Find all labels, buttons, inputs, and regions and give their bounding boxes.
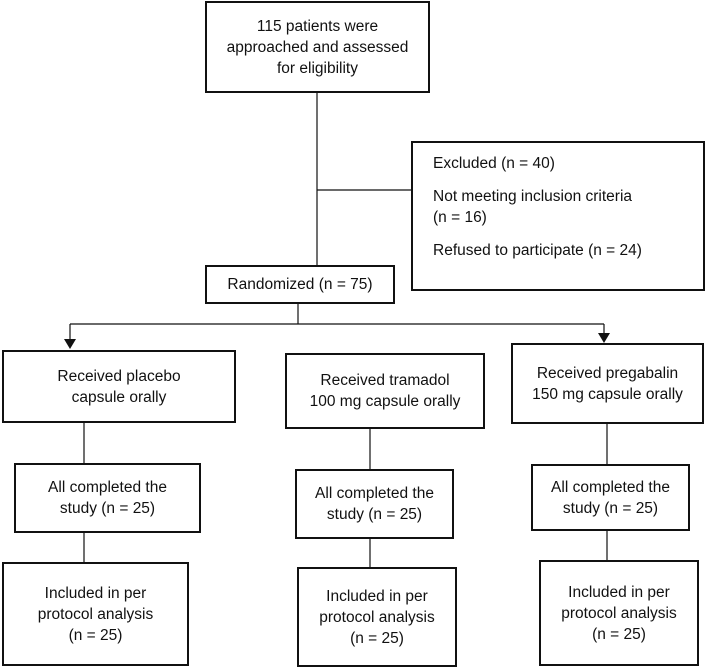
randomized-label: Randomized (n = 75) xyxy=(227,276,373,293)
excluded-reason1-line-1: Not meeting inclusion criteria xyxy=(433,188,633,205)
arm1-included-line-3: (n = 25) xyxy=(68,626,123,644)
excluded-reason1-line-2: (n = 16) xyxy=(433,209,487,226)
assessed-box: 115 patients were approached and assesse… xyxy=(205,1,430,93)
arm3-received-box: Received pregabalin 150 mg capsule orall… xyxy=(511,343,704,424)
arm2-completed-line-2: study (n = 25) xyxy=(326,506,423,523)
arm2-included-box: Included in per protocol analysis (n = 2… xyxy=(297,567,457,667)
arm1-included-line-2: protocol analysis xyxy=(37,605,154,623)
arm1-received-box: Received placebo capsule orally xyxy=(2,350,236,423)
arm2-included-line-1: Included in per xyxy=(326,587,428,605)
arm1-completed-line-2: study (n = 25) xyxy=(59,500,156,517)
arm3-completed-line-2: study (n = 25) xyxy=(562,499,659,517)
assessed-line-1: 115 patients were xyxy=(256,17,379,35)
arm2-completed-line-1: All completed the xyxy=(315,485,434,502)
arm1-received-line-2: capsule orally xyxy=(71,388,167,406)
excluded-reason2: Refused to participate (n = 24) xyxy=(433,242,642,259)
excluded-box: Excluded (n = 40) Not meeting inclusion … xyxy=(411,141,705,291)
assessed-line-2: approached and assessed xyxy=(226,38,409,56)
arm3-received-line-1: Received pregabalin xyxy=(536,364,679,382)
arrowhead-arm3 xyxy=(598,333,610,343)
arm1-received-line-1: Received placebo xyxy=(57,367,181,385)
arrowhead-arm1 xyxy=(64,339,76,349)
arm3-completed-line-1: All completed the xyxy=(551,478,670,496)
arm3-received-line-2: 150 mg capsule orally xyxy=(532,385,683,403)
arm2-received-box: Received tramadol 100 mg capsule orally xyxy=(285,353,485,429)
arm1-included-line-1: Included in per xyxy=(44,584,147,602)
arm3-included-box: Included in per protocol analysis (n = 2… xyxy=(539,560,699,666)
arm2-received-line-2: 100 mg capsule orally xyxy=(309,393,461,410)
assessed-line-3: for eligibility xyxy=(277,59,358,77)
arm2-included-line-2: protocol analysis xyxy=(319,608,435,626)
arm3-completed-box: All completed the study (n = 25) xyxy=(531,464,690,531)
arm2-received-line-1: Received tramadol xyxy=(320,372,450,389)
arm2-included-line-3: (n = 25) xyxy=(350,629,404,647)
arm1-included-box: Included in per protocol analysis (n = 2… xyxy=(2,562,189,666)
arm1-completed-box: All completed the study (n = 25) xyxy=(14,463,201,533)
arm3-included-line-1: Included in per xyxy=(568,583,670,601)
randomized-box: Randomized (n = 75) xyxy=(205,265,395,304)
arm3-included-line-3: (n = 25) xyxy=(592,625,646,643)
excluded-title: Excluded (n = 40) xyxy=(433,155,555,172)
arm3-included-line-2: protocol analysis xyxy=(561,604,677,622)
arm1-completed-line-1: All completed the xyxy=(48,479,167,496)
arm2-completed-box: All completed the study (n = 25) xyxy=(295,469,454,539)
